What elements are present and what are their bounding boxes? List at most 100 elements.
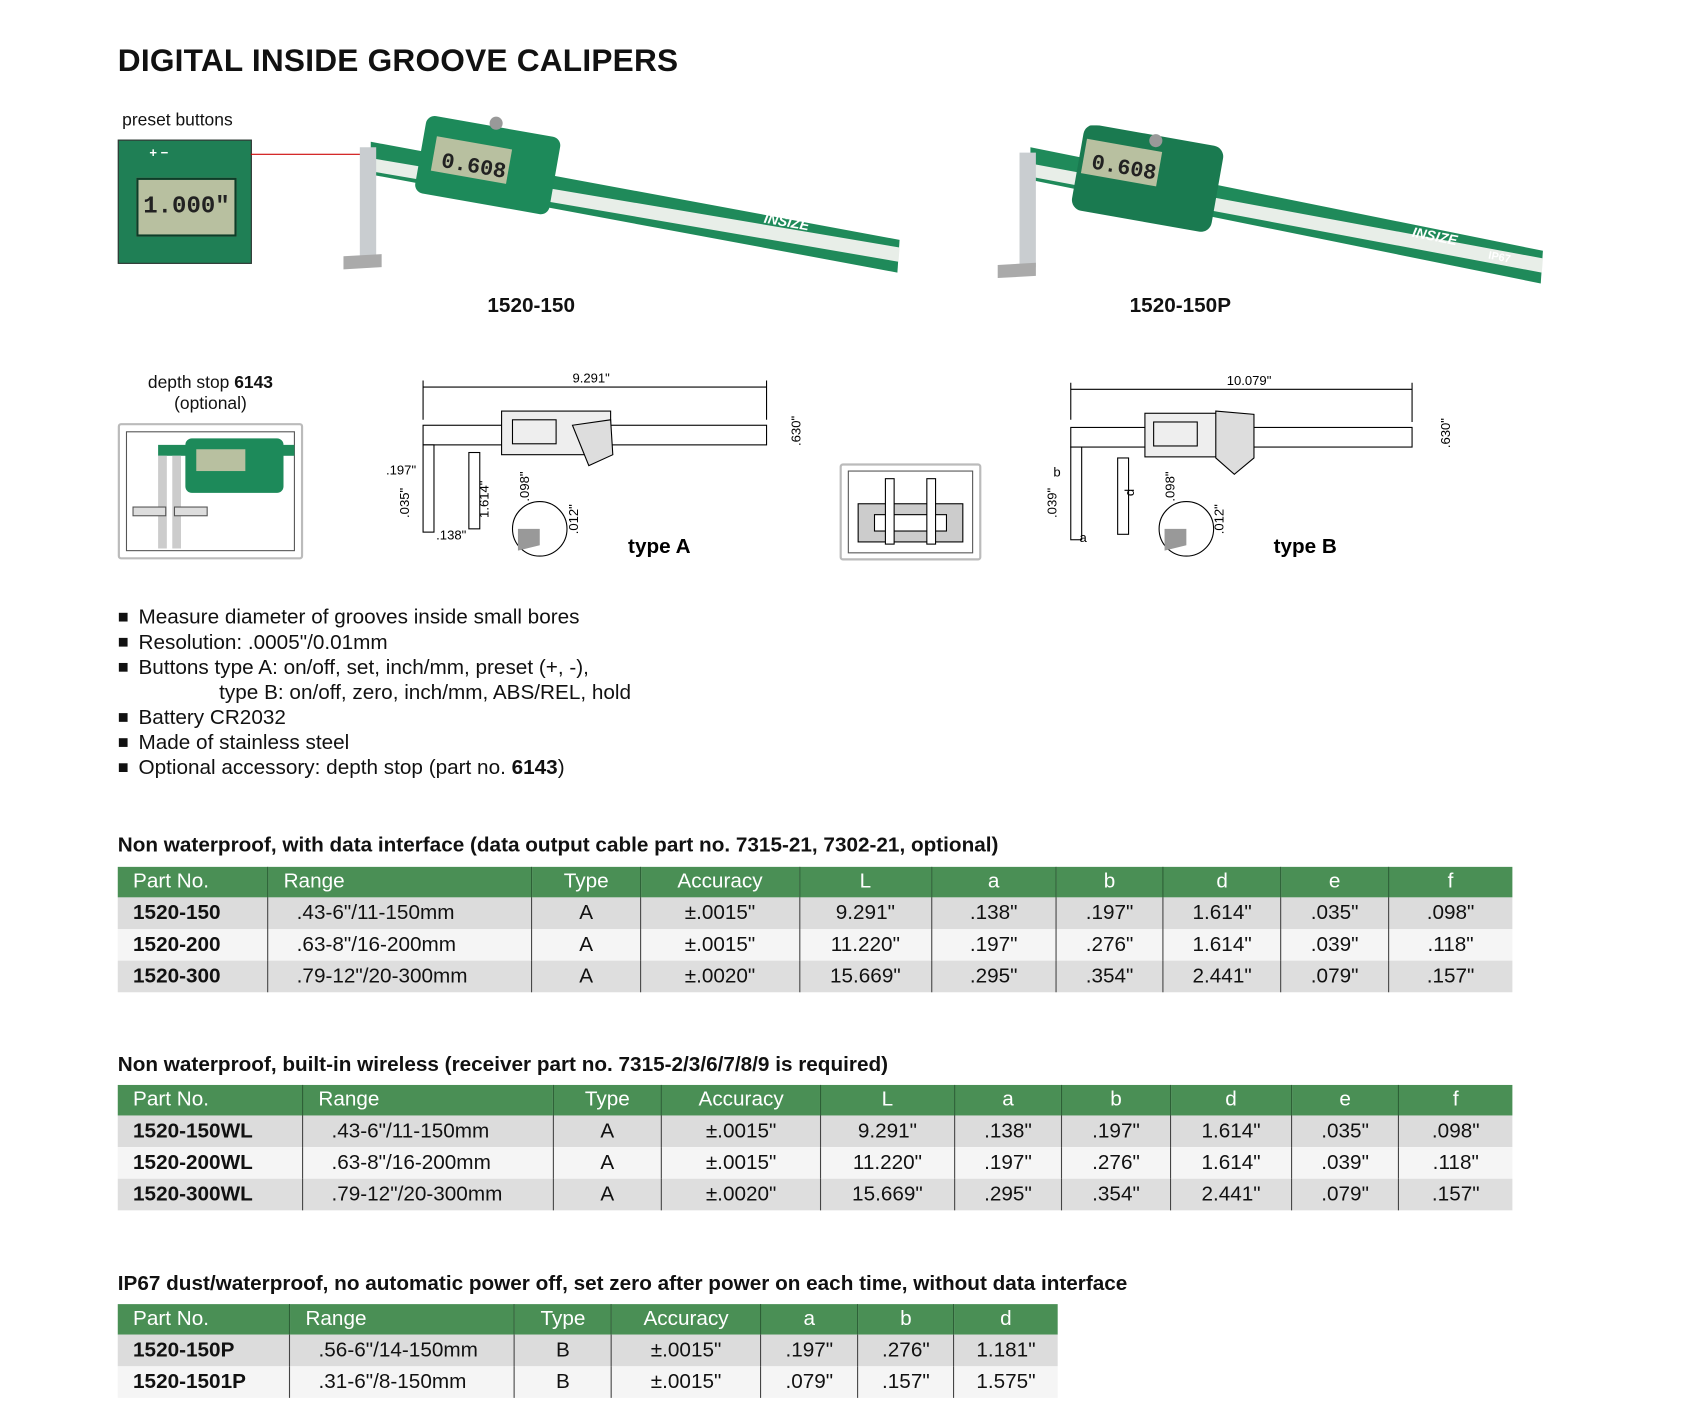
column-header: Range	[267, 866, 532, 898]
table-cell: 1520-300	[117, 960, 268, 993]
column-header: Type	[513, 1304, 612, 1335]
table-cell: .035"	[1280, 897, 1389, 930]
svg-text:.098": .098"	[1162, 471, 1177, 501]
lcd-display: 1.000"	[136, 177, 237, 237]
caliper-b-photo: 0.608 INSIZE IP67	[997, 125, 1543, 284]
table-cell: 2.441"	[1162, 960, 1282, 993]
table-cell: .157"	[1398, 1178, 1513, 1211]
table-cell: 1.614"	[1169, 1147, 1292, 1179]
column-header: Part No.	[117, 1304, 290, 1335]
column-header: b	[1060, 1084, 1171, 1116]
table-cell: .039"	[1291, 1147, 1399, 1179]
table-cell: .43-6"/11-150mm	[302, 1115, 553, 1148]
table-cell: .276"	[1055, 929, 1164, 961]
table-cell: .039"	[1280, 929, 1389, 961]
table-cell: 1520-150P	[117, 1334, 290, 1367]
preset-buttons-photo: 1.000" + −	[117, 139, 252, 264]
column-header: Accuracy	[611, 1304, 761, 1335]
table-cell: .63-8"/16-200mm	[302, 1147, 553, 1179]
table-cell: .56-6"/14-150mm	[289, 1334, 515, 1367]
svg-text:.012": .012"	[566, 504, 581, 534]
feature-item: Battery CR2032	[118, 705, 631, 730]
column-header: f	[1387, 866, 1513, 898]
type-b-label: type B	[1274, 535, 1337, 558]
table-cell: 1.181"	[953, 1334, 1058, 1367]
feature-item: Buttons type A: on/off, set, inch/mm, pr…	[118, 655, 631, 680]
table-cell: .157"	[857, 1366, 954, 1398]
table-cell: .157"	[1387, 960, 1513, 993]
table-cell: .79-12"/20-300mm	[267, 960, 532, 993]
column-header: a	[930, 866, 1057, 898]
table-heading-data-interface: Non waterproof, with data interface (dat…	[117, 834, 999, 858]
svg-text:.630": .630"	[1438, 418, 1453, 448]
svg-text:b: b	[1053, 465, 1060, 480]
table-cell: .035"	[1291, 1115, 1399, 1148]
table-cell: 1520-150WL	[117, 1115, 303, 1148]
table-cell: .138"	[930, 897, 1057, 930]
table-cell: 9.291"	[819, 1115, 955, 1148]
table-cell: B	[513, 1334, 612, 1367]
column-header: Type	[531, 866, 641, 898]
table-cell: .118"	[1398, 1147, 1513, 1179]
table-cell: 1520-300WL	[117, 1178, 303, 1211]
table-cell: ±.0015"	[611, 1366, 761, 1398]
table-cell: 15.669"	[819, 1178, 955, 1211]
model-label-b: 1520-150P	[1129, 294, 1232, 318]
table-cell: 1520-200WL	[117, 1147, 303, 1179]
column-header: Part No.	[117, 1084, 303, 1116]
table-cell: .197"	[930, 929, 1057, 961]
column-header: L	[819, 1084, 955, 1116]
column-header: a	[759, 1304, 859, 1335]
table-cell: 1520-200	[117, 929, 268, 961]
table-cell: 11.220"	[819, 1147, 955, 1179]
table-cell: .118"	[1387, 929, 1513, 961]
table-cell: .43-6"/11-150mm	[267, 897, 532, 930]
brand-logo: INSIZE	[763, 211, 811, 235]
table-cell: 1520-150	[117, 897, 268, 930]
table-cell: A	[531, 897, 641, 930]
groove-illustration	[839, 463, 982, 561]
drawing-type-b: 10.079" .630" b .039" a d .098" .012" ty…	[1045, 373, 1454, 558]
table-cell: ±.0020"	[661, 1178, 821, 1211]
table-cell: 1.614"	[1162, 929, 1282, 961]
svg-text:.039": .039"	[1045, 487, 1060, 517]
depth-stop-photo	[117, 423, 304, 560]
table-cell: ±.0015"	[611, 1334, 761, 1367]
svg-text:1.614": 1.614"	[476, 480, 491, 518]
depth-stop-caption: depth stop 6143(optional)	[147, 374, 274, 414]
table-cell: .197"	[759, 1334, 859, 1367]
column-header: d	[1169, 1084, 1292, 1116]
table-cell: .079"	[759, 1366, 859, 1398]
table-cell: .276"	[857, 1334, 954, 1367]
table-cell: 1520-1501P	[117, 1366, 290, 1398]
svg-text:.138": .138"	[436, 528, 466, 543]
table-heading-wireless: Non waterproof, built-in wireless (recei…	[117, 1053, 889, 1077]
callout-line	[250, 153, 373, 155]
feature-item: Made of stainless steel	[118, 731, 631, 756]
table-cell: B	[513, 1366, 612, 1398]
table-cell: .63-8"/16-200mm	[267, 929, 532, 961]
column-header: Type	[552, 1084, 662, 1116]
table-cell: .197"	[1060, 1115, 1171, 1148]
column-header: Range	[302, 1084, 553, 1116]
table-cell: ±.0015"	[661, 1115, 821, 1148]
table-cell: A	[552, 1147, 662, 1179]
svg-text:.197": .197"	[386, 462, 416, 477]
table-cell: 1.614"	[1162, 897, 1282, 930]
table-cell: A	[552, 1178, 662, 1211]
table-cell: .295"	[953, 1178, 1062, 1211]
table-cell: A	[552, 1115, 662, 1148]
table-cell: .098"	[1398, 1115, 1513, 1148]
table-cell: .098"	[1387, 897, 1513, 930]
column-header: b	[1055, 866, 1164, 898]
table-cell: .079"	[1291, 1178, 1399, 1211]
table-cell: ±.0015"	[640, 897, 800, 930]
table-cell: .138"	[953, 1115, 1062, 1148]
